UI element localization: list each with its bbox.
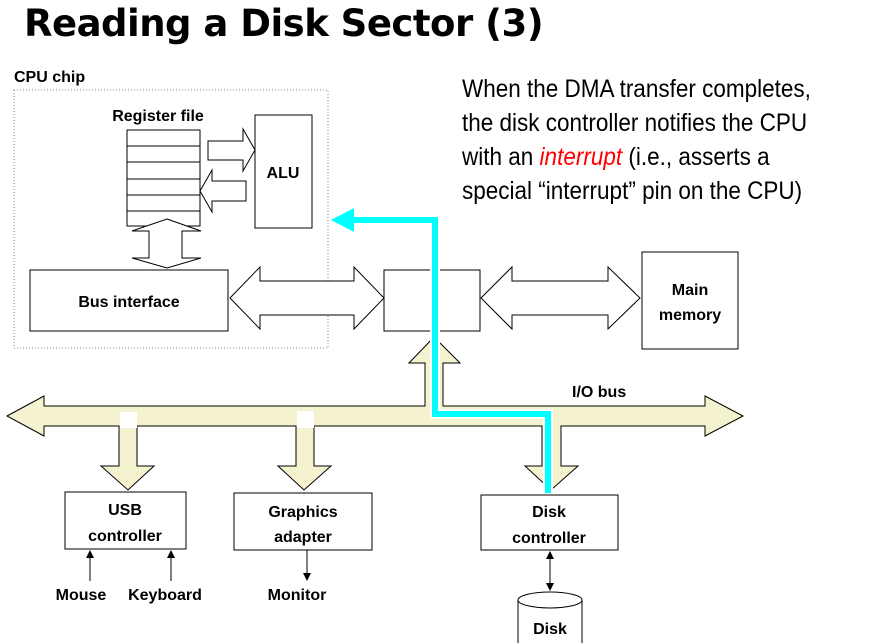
- keyboard-arrow-icon: [167, 550, 175, 558]
- graphics-adapter-box: [233, 492, 373, 551]
- usb-bus-junction: [120, 412, 137, 428]
- interrupt-path: [331, 208, 553, 493]
- note-line-3-before: with an: [462, 143, 540, 171]
- usb-controller-label-line1: USB: [108, 502, 142, 519]
- reg-to-alu-arrow: [207, 127, 256, 173]
- note-line-3-after: (i.e., asserts a: [622, 143, 770, 171]
- disk-controller-label-line2: controller: [512, 530, 586, 547]
- register-file: [126, 129, 201, 227]
- usb-controller-label-line2: controller: [88, 528, 162, 545]
- graphics-adapter-label-line1: Graphics: [268, 504, 337, 521]
- system-bus-arrow: [229, 265, 385, 331]
- explanation-text: When the DMA transfer completes, the dis…: [462, 72, 840, 208]
- memory-bus-arrow: [480, 265, 641, 331]
- disk-label: Disk: [533, 621, 567, 638]
- graphics-bus-junction: [297, 411, 314, 428]
- mouse-label: Mouse: [56, 587, 107, 604]
- interrupt-arrowhead-icon: [331, 208, 354, 232]
- monitor-label: Monitor: [268, 587, 327, 604]
- note-line-4: special “interrupt” pin on the CPU): [462, 177, 803, 205]
- io-bus: [5, 336, 745, 491]
- cpu-chip-boundary: [13, 89, 329, 349]
- note-line-1: When the DMA transfer completes,: [462, 75, 811, 103]
- main-memory-label-line2: memory: [659, 307, 721, 324]
- interrupt-path-line: [352, 217, 551, 493]
- note-line-3: with an interrupt (i.e., asserts a: [462, 140, 840, 174]
- disk-link-arrow-down-icon: [546, 583, 554, 591]
- io-bus-shape: [5, 336, 745, 491]
- usb-controller-box: [64, 491, 187, 550]
- reg-bus-interface-arrow: [131, 218, 202, 269]
- main-memory-label-line1: Main: [672, 282, 708, 299]
- io-bus-label: I/O bus: [572, 384, 626, 401]
- bus-interface-label: Bus interface: [78, 294, 179, 311]
- graphics-adapter-label-line2: adapter: [274, 529, 332, 546]
- slide-title: Reading a Disk Sector (3): [24, 2, 544, 45]
- keyboard-label: Keyboard: [128, 587, 202, 604]
- alu-box: [254, 114, 313, 229]
- disk-cylinder: [517, 591, 583, 643]
- main-memory-box: [641, 251, 739, 350]
- note-line-2: the disk controller notifies the CPU: [462, 109, 808, 137]
- alu-to-reg-arrow: [199, 168, 247, 214]
- disk-controller-label-line1: Disk: [532, 504, 566, 521]
- bus-interface-box: [29, 269, 229, 332]
- cpu-chip-label: CPU chip: [14, 69, 85, 86]
- register-file-label: Register file: [112, 108, 204, 125]
- disk-link-arrow-up-icon: [546, 551, 554, 559]
- interrupt-term: interrupt: [539, 143, 623, 171]
- alu-label: ALU: [267, 165, 300, 182]
- disk-controller-box: [480, 494, 619, 551]
- mouse-arrow-icon: [86, 550, 94, 558]
- monitor-arrow-icon: [303, 573, 311, 581]
